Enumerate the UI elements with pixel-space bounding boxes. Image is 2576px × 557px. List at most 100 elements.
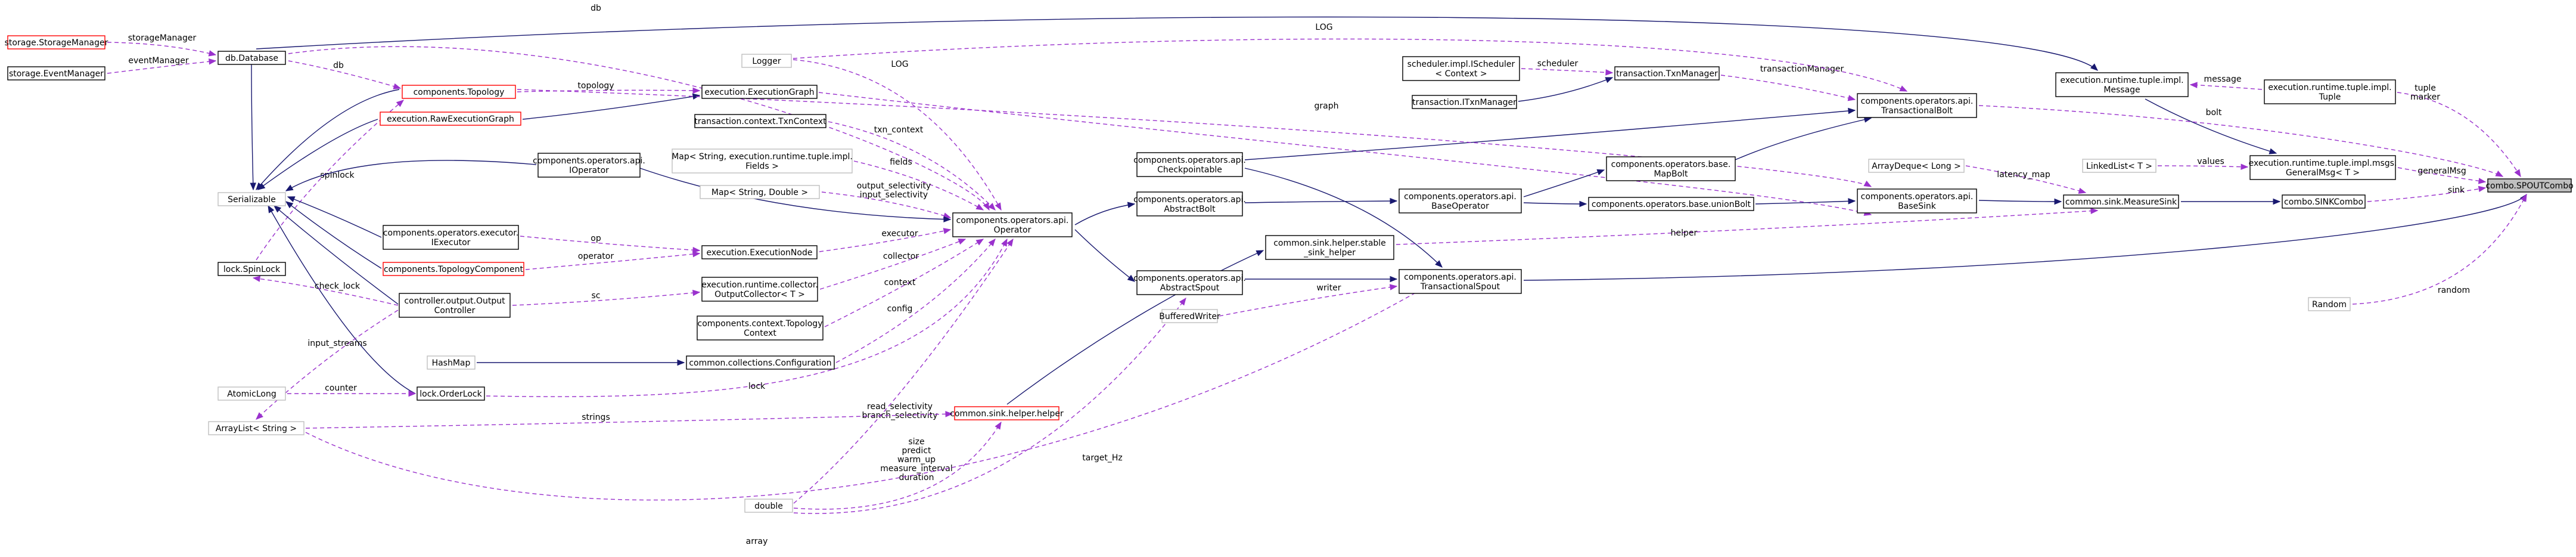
- class-node-txn-spout[interactable]: components.operators.api.TransactionalSp…: [1399, 269, 1522, 294]
- usage-edge-linkedlist-to-general_msg: [2157, 163, 2249, 170]
- class-node-label: components.TopologyComponent: [384, 265, 524, 274]
- class-node-general-msg[interactable]: execution.runtime.tuple.impl.msgs.Genera…: [2249, 155, 2397, 180]
- arrowhead: [945, 411, 953, 417]
- class-node-txn-mgr[interactable]: transaction.TxnManager: [1614, 66, 1720, 81]
- class-node-orderlock[interactable]: lock.OrderLock: [417, 386, 485, 401]
- class-node-db[interactable]: db.Database: [217, 51, 286, 65]
- class-node-label: AbstractSpout: [1160, 283, 1220, 293]
- inheritance-edge-union_bolt-to-base_sink: [1755, 198, 1856, 205]
- class-node-label: Message: [2103, 85, 2140, 95]
- class-node-topology[interactable]: components.Topology: [402, 85, 516, 99]
- arrowhead: [1001, 238, 1008, 247]
- usage-edge-atomiclong-to-orderlock: [287, 390, 417, 397]
- usage-edge-double-to-sink_helper: [793, 421, 1002, 510]
- class-node-txn-bolt[interactable]: components.operators.api.TransactionalBo…: [1857, 93, 1977, 118]
- edge-label: spinlock: [320, 171, 355, 180]
- class-node-linkedlist: LinkedList< T >: [2082, 159, 2156, 173]
- usage-edge-topo_context-to-operator: [824, 239, 984, 327]
- class-node-stable-helper[interactable]: common.sink.helper.stable_sink_helper: [1265, 235, 1394, 260]
- class-node-spout-combo[interactable]: combo.SPOUTCombo: [2485, 178, 2574, 193]
- class-node-union-bolt[interactable]: components.operators.base.unionBolt: [1588, 197, 1754, 211]
- class-node-txn-context[interactable]: transaction.context.TxnContext: [694, 114, 826, 128]
- class-node-ioperator[interactable]: components.operators.api.IOperator: [533, 153, 645, 178]
- arrowhead: [2189, 82, 2198, 88]
- inheritance-edge-iexecutor-to-serializable: [287, 196, 382, 238]
- class-node-label: execution.runtime.tuple.impl.: [2060, 76, 2183, 85]
- class-node-label: double: [754, 502, 783, 511]
- class-node-label: execution.runtime.tuple.impl.: [2268, 83, 2391, 92]
- usage-edge-out_collector-to-operator: [819, 239, 967, 290]
- edge-label: output_selectivity: [857, 181, 931, 191]
- class-node-configuration[interactable]: common.collections.Configuration: [686, 355, 835, 370]
- class-node-msg[interactable]: execution.runtime.tuple.impl.Message: [2055, 72, 2189, 97]
- inheritance-edge-out_ctrl-to-serializable: [273, 205, 399, 305]
- usage-edge-scheduler-to-txn_mgr: [1521, 68, 1614, 76]
- class-node-sink-combo[interactable]: combo.SINKCombo: [2282, 194, 2366, 209]
- usage-edge-spinlock-to-out_ctrl: [252, 276, 399, 306]
- edge-label: graph: [1315, 101, 1339, 111]
- class-node-random: Random: [2308, 297, 2351, 311]
- usage-edge-event_mgr-to-db: [107, 58, 217, 74]
- class-node-out-collector[interactable]: execution.runtime.collector.OutputCollec…: [701, 277, 818, 302]
- class-node-label: db.Database: [225, 54, 278, 63]
- edge-label: storageManager: [128, 33, 197, 43]
- class-node-spinlock[interactable]: lock.SpinLock: [217, 262, 286, 276]
- class-node-iexecutor[interactable]: components.operators.executor.IExecutor: [383, 225, 519, 250]
- usage-edge-arraydeque-to-measure_sink: [1965, 165, 2087, 194]
- class-node-scheduler[interactable]: scheduler.impl.IScheduler< Context >: [1402, 56, 1520, 81]
- class-node-topo-comp[interactable]: components.TopologyComponent: [383, 262, 524, 276]
- class-node-logger: Logger: [741, 54, 792, 68]
- inheritance-edge-orderlock-to-serializable: [268, 205, 416, 394]
- usage-edge-sink_combo-to-spout_combo: [2367, 185, 2487, 202]
- class-node-abstract-bolt[interactable]: components.operators.api.AbstractBolt: [1133, 191, 1246, 216]
- class-node-label: Serializable: [228, 195, 276, 205]
- arrowhead: [692, 289, 701, 296]
- arrowhead: [2478, 185, 2487, 193]
- class-node-event-mgr[interactable]: storage.EventManager: [7, 66, 105, 81]
- arrowhead: [692, 250, 701, 258]
- inheritance-edge-ioperator-to-serializable: [285, 160, 537, 191]
- class-node-exec-graph[interactable]: execution.ExecutionGraph: [701, 85, 818, 99]
- class-node-label: MapBolt: [1654, 169, 1688, 179]
- arrowhead: [250, 182, 256, 191]
- class-node-checkpointable[interactable]: components.operators.api.Checkpointable: [1133, 152, 1246, 177]
- class-node-operator[interactable]: components.operators.api.Operator: [952, 212, 1073, 237]
- class-node-abstract-spout[interactable]: components.operators.api.AbstractSpout: [1133, 270, 1246, 295]
- class-node-storage-mgr[interactable]: storage.StorageManager: [5, 35, 108, 49]
- inheritance-edge-abstract_spout-to-txn_spout: [1245, 276, 1398, 283]
- edge-label: generalMsg: [2417, 166, 2466, 176]
- arrowhead: [285, 201, 294, 209]
- inheritance-edge-map_bolt-to-txn_bolt: [1735, 116, 1872, 160]
- arrowhead: [2090, 63, 2098, 71]
- edge-label: array: [746, 537, 768, 546]
- class-node-label: common.sink.helper.helper: [950, 409, 1064, 419]
- class-node-sink-helper[interactable]: common.sink.helper.helper: [950, 406, 1064, 420]
- inheritance-edge-base_sink-to-measure_sink: [1978, 198, 2062, 205]
- class-node-label: components.Topology: [414, 88, 505, 97]
- edge-label: check_lock: [315, 281, 361, 291]
- arrowhead: [393, 83, 402, 89]
- edge-label: message: [2204, 75, 2242, 84]
- arrowhead: [1848, 198, 1856, 205]
- class-node-measure-sink[interactable]: common.sink.MeasureSink: [2063, 194, 2179, 209]
- arrowhead: [208, 50, 217, 57]
- class-node-tuple[interactable]: execution.runtime.tuple.impl.Tuple: [2264, 79, 2396, 104]
- nodes-layer: storage.StorageManager storage.EventManag…: [5, 35, 2574, 513]
- usage-edge-exec_node-to-operator: [819, 228, 952, 252]
- edge-label: measure_interval: [880, 464, 952, 474]
- edge-label: read_selectivity: [867, 402, 933, 411]
- class-node-label: GeneralMsg< T >: [2286, 168, 2360, 178]
- class-node-itxn-mgr[interactable]: transaction.ITxnManager: [1412, 95, 1517, 109]
- arrowhead: [1127, 274, 1136, 282]
- arrowhead: [273, 205, 282, 213]
- class-node-exec-node[interactable]: execution.ExecutionNode: [701, 245, 818, 259]
- class-node-base-operator[interactable]: components.operators.api.BaseOperator: [1399, 188, 1522, 213]
- inheritance-edge-ioperator-to-operator: [639, 168, 952, 222]
- inheritance-edge-db-to-msg: [256, 16, 2098, 71]
- usage-edge-db-to-operator: [288, 46, 990, 211]
- class-node-raw-graph[interactable]: execution.RawExecutionGraph: [380, 112, 521, 126]
- class-node-map-bolt[interactable]: components.operators.base.MapBolt: [1606, 156, 1736, 181]
- class-node-base-sink[interactable]: components.operators.api.BaseSink: [1857, 188, 1977, 213]
